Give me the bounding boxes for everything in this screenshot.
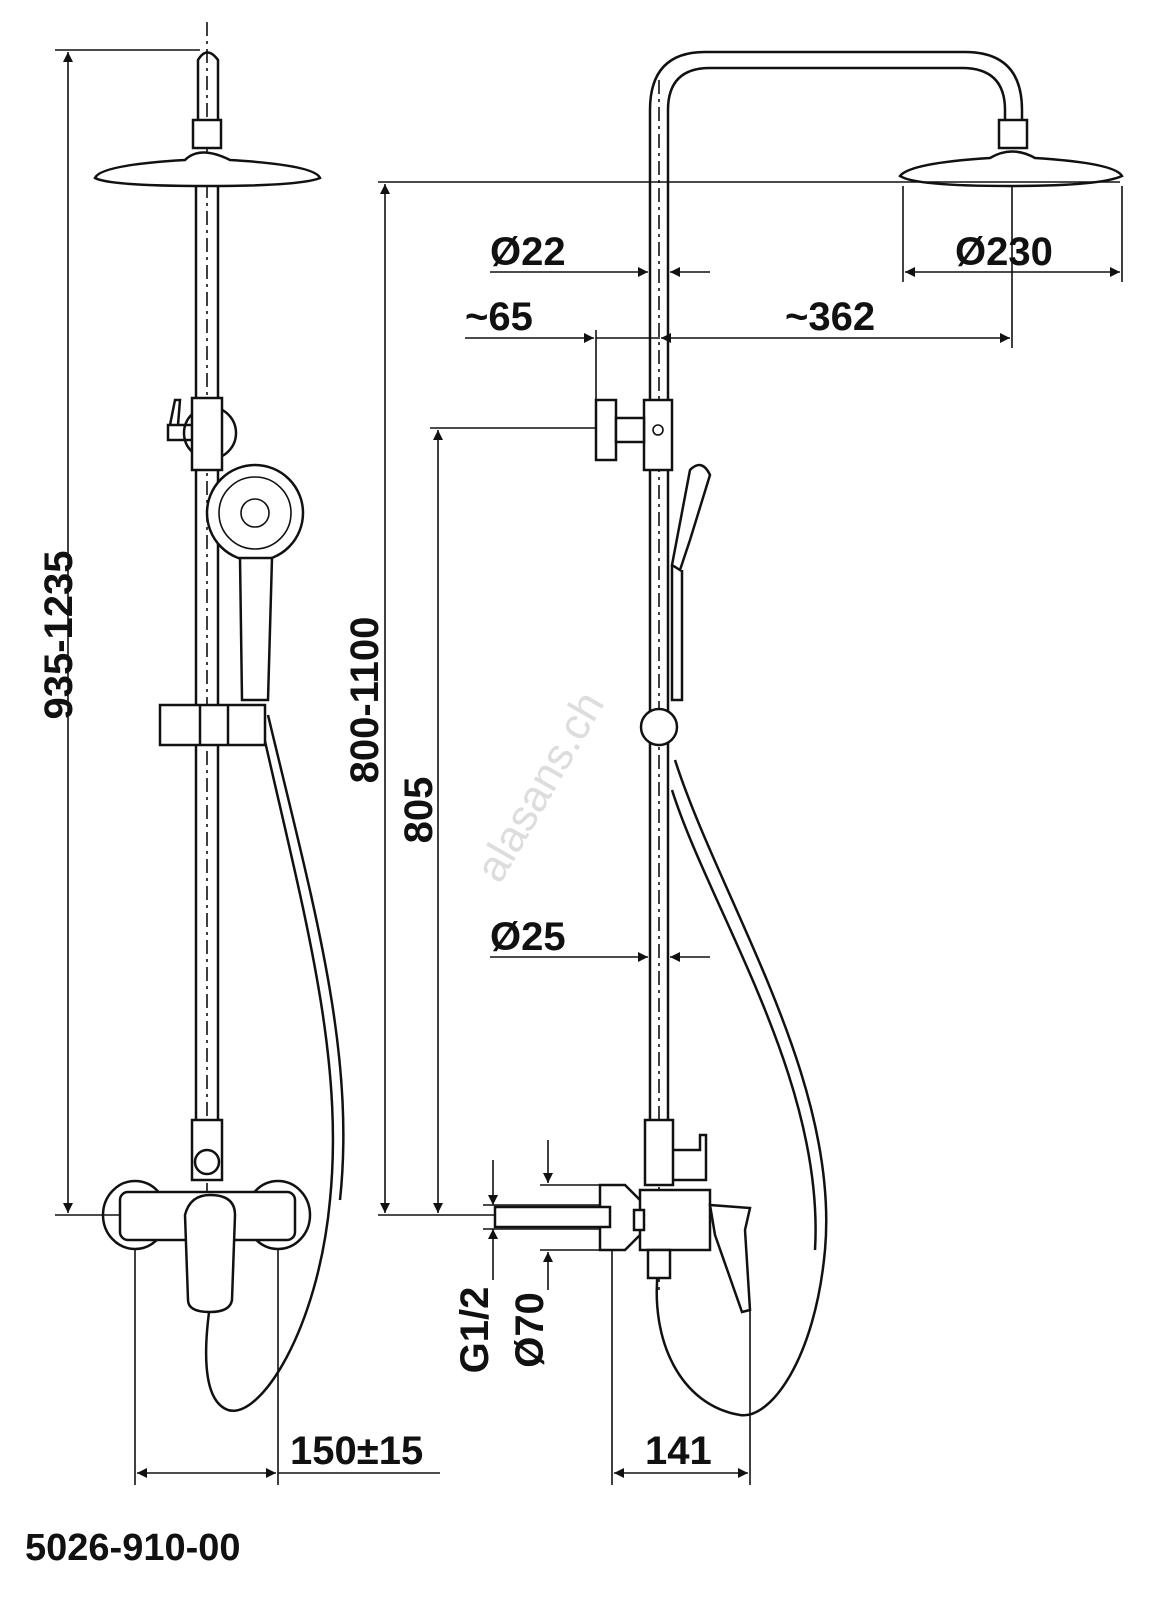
dim-flange-diameter: Ø70 <box>508 1292 552 1368</box>
rain-shower-head-side <box>898 150 1124 188</box>
dim-holder-height: 805 <box>397 777 441 844</box>
dim-head-height: 800-1100 <box>343 617 387 784</box>
dim-head-diameter: Ø230 <box>955 230 1053 274</box>
mixer-lever-side <box>708 1203 752 1314</box>
watermark: alasans.ch <box>466 683 614 890</box>
dim-holder-offset: ~65 <box>465 295 533 339</box>
front-view: 935-1235 150±15 <box>37 22 440 1485</box>
hose <box>204 709 335 1412</box>
mixer-lever <box>183 1193 237 1314</box>
slider-bracket <box>158 703 267 747</box>
dim-inlet-spacing: 150±15 <box>290 1429 423 1473</box>
rain-shower-head <box>93 151 322 188</box>
dim-pipe-diameter: Ø25 <box>490 915 566 959</box>
side-view: 800-1100 805 Ø22 Ø230 ~65 ~362 Ø25 G1/2 <box>343 50 1124 1485</box>
shower-arm <box>648 50 1024 1125</box>
product-code: 5026-910-00 <box>25 1527 241 1569</box>
dim-arm-reach: ~362 <box>785 295 875 339</box>
hand-shower-side <box>670 463 712 572</box>
mixer-body-side <box>638 1188 712 1252</box>
dim-mixer-depth: 141 <box>645 1429 712 1473</box>
hand-shower-face <box>205 463 305 563</box>
hand-shower-handle <box>238 556 274 702</box>
hose-side <box>655 759 828 1417</box>
dim-thread: G1/2 <box>453 1287 497 1374</box>
dim-pipe-top-diameter: Ø22 <box>490 230 566 274</box>
dim-total-height: 935-1235 <box>37 550 81 719</box>
